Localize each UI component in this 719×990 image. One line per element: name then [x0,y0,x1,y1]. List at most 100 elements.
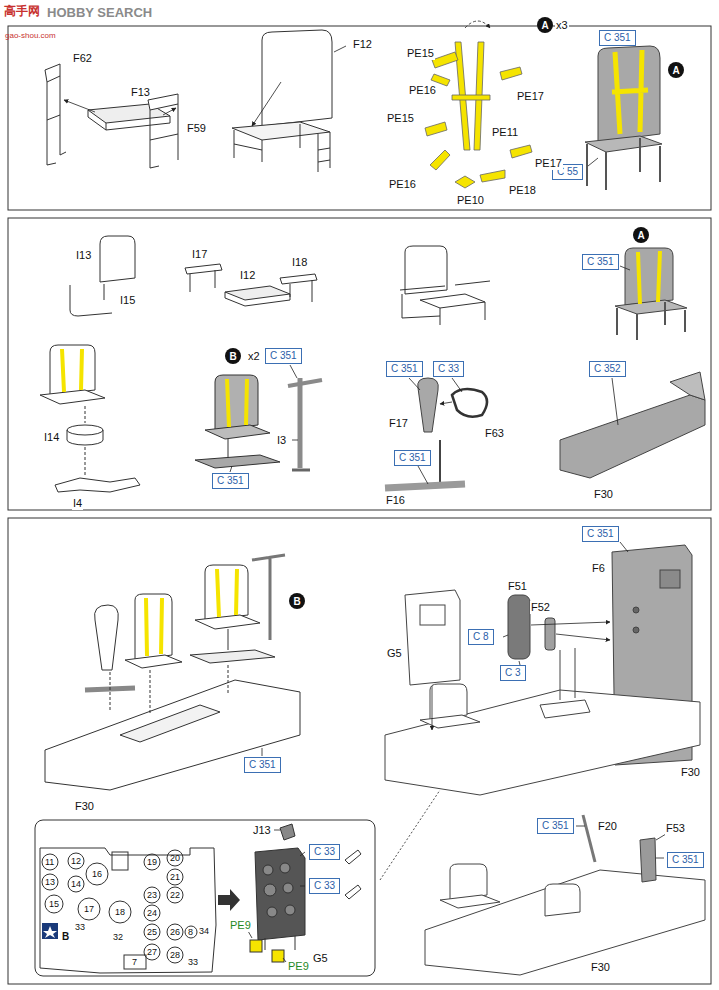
decal-sheet [167,887,183,903]
floor-assembly [45,680,300,790]
floor-assembly [125,655,182,668]
node-text: C 351 [270,350,297,361]
seat-parts [225,286,290,300]
decal-number: 33 [75,922,85,932]
node-text: A [541,20,548,31]
marker-circle: A [537,17,553,33]
leader-line [556,634,610,640]
seat-frame [148,94,178,110]
part-number: I4 [72,497,83,510]
control-parts [439,440,441,482]
decal-number: 11 [45,857,54,867]
floor-assembly [110,665,228,715]
cockpit-parts [633,627,639,633]
panel-frame [8,218,711,510]
floor-assembly [120,705,220,742]
leader-line [163,108,176,115]
decal-number: 7 [132,957,137,967]
marker-circle: A [668,62,684,78]
painted-seat [598,46,660,142]
seat-assembly [215,375,258,430]
decal-sheet [185,926,197,938]
leader-line [576,826,585,827]
decal-sheet [144,924,160,940]
part-number: I3 [276,434,287,447]
instrument-panel [272,950,284,962]
control-parts [292,469,310,472]
color-callout: C 351 [394,450,431,466]
decal-number: 26 [170,927,180,937]
decal-number: 28 [170,950,180,960]
leader-line [334,46,346,52]
decal-number: 19 [147,857,157,867]
decal-number: 27 [147,947,157,957]
seat-frame [232,122,330,140]
panel-frame [8,518,711,984]
leader-line [290,365,297,378]
instrument-panel [280,824,295,840]
color-callout: C 33 [309,844,340,860]
control-parts [418,378,439,432]
seat-harness [425,42,532,188]
floor-assembly [195,615,260,629]
seat-frame [234,124,330,172]
part-number: PE11 [491,126,519,139]
cockpit-parts [545,884,580,916]
color-callout: C 351 [244,757,281,773]
floor-assembly [252,555,285,640]
leader-line [262,748,263,756]
instrument-panel [264,884,276,896]
decal-sheet [78,898,100,920]
panel-frame [35,820,375,976]
seat-parts [190,270,215,292]
decal-sheet [40,848,216,973]
color-callout: C 33 [309,878,340,894]
leader-line [283,958,286,962]
seat-assembly [85,406,86,476]
color-callout: C 351 [537,818,574,834]
leader-line [300,852,305,856]
floor-assembly [135,594,172,660]
part-number: I14 [43,431,60,444]
part-number: I17 [191,248,208,261]
seat-parts [290,280,312,302]
decal-sheet [45,895,63,913]
decal-sheet [68,853,84,869]
decal-number: 24 [147,908,157,918]
seat-parts [420,294,485,308]
painted-seat [638,251,660,304]
part-number: F53 [665,822,686,835]
part-number: G5 [312,952,329,965]
decal-number: 16 [92,869,102,879]
decal-number: 17 [84,904,94,914]
part-number: PE15 [406,47,435,60]
seat-harness [500,67,522,80]
decal-sheet [109,901,131,923]
cockpit-parts [405,590,460,685]
node-text: C 351 [217,475,244,486]
seat-frame [47,76,66,165]
node-text: A [672,65,679,76]
seat-harness [432,52,458,68]
seat-parts [280,274,317,284]
cockpit-parts [633,607,639,613]
node-text: A [637,230,644,241]
seat-assembly [40,345,280,492]
leader-line [418,466,428,484]
panel-frame [8,26,711,984]
part-number: F30 [680,766,701,779]
color-callout: C 33 [433,361,464,377]
leader-line [252,82,281,126]
seat-parts [225,292,290,306]
part-number: F59 [186,122,207,135]
instrument-panel [255,848,305,940]
color-callout: C 351 [667,852,704,868]
seat-parts [185,264,222,274]
seat-harness [425,122,447,136]
painted-seat [585,136,662,152]
seat-harness [510,145,532,158]
control-parts [560,395,705,478]
decal-sheet [40,848,216,973]
node-text: C 352 [594,363,621,374]
decal-sheet [112,852,128,870]
